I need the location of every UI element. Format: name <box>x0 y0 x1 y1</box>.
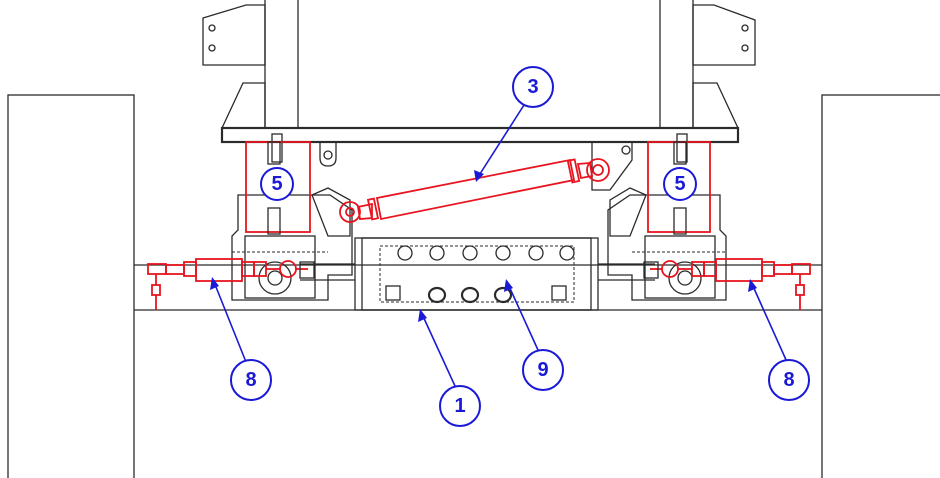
callout-3: 3 <box>512 66 554 108</box>
part-5-right-bracket <box>647 141 711 235</box>
callout-5-right: 5 <box>663 167 697 201</box>
leader-lines <box>210 104 788 387</box>
left-knuckle <box>231 187 353 301</box>
callout-1: 1 <box>439 385 481 427</box>
part-8-right-tie-rod <box>643 258 811 310</box>
part-3-steering-cylinder <box>339 158 610 223</box>
callout-5-left: 5 <box>260 167 294 201</box>
callout-5-left-label: 5 <box>271 173 282 195</box>
center-axle-housing <box>300 237 655 311</box>
callout-5-right-label: 5 <box>674 173 685 195</box>
right-knuckle <box>607 187 727 301</box>
callout-1-label: 1 <box>454 395 465 417</box>
part-5-left-bracket <box>245 141 311 235</box>
axle-beam <box>134 264 822 311</box>
callout-8-right-label: 8 <box>783 369 794 391</box>
callout-3-label: 3 <box>527 76 538 98</box>
right-wheel <box>821 94 940 478</box>
callout-8-right: 8 <box>768 359 810 401</box>
callout-8-left-label: 8 <box>245 369 256 391</box>
upper-frame <box>202 0 756 191</box>
callout-8-left: 8 <box>230 359 272 401</box>
part-8-left-tie-rod <box>147 258 315 310</box>
left-wheel <box>7 94 135 478</box>
callout-9-label: 9 <box>537 359 548 381</box>
callout-9: 9 <box>522 349 564 391</box>
